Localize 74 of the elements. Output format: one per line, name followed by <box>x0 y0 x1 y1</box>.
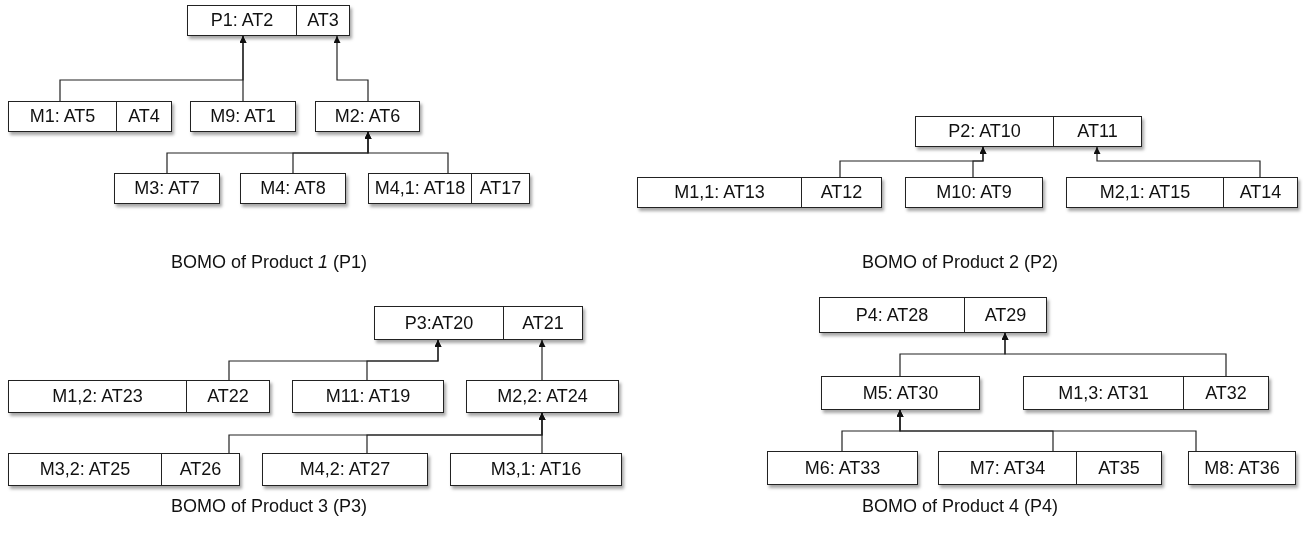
attribute-text: AT4 <box>116 102 171 131</box>
module-box <box>1066 177 1298 208</box>
module-box <box>190 101 296 132</box>
connector-arrow <box>366 339 442 381</box>
attribute-text: M2: AT6 <box>333 105 402 128</box>
module-box <box>114 173 220 204</box>
module-box <box>8 380 270 413</box>
connector-arrow <box>1001 332 1227 377</box>
attribute-text: AT26 <box>161 454 239 485</box>
attribute-text: M10: AT9 <box>935 181 1013 204</box>
module-box <box>262 453 428 486</box>
module-box <box>368 173 530 204</box>
connector-arrow <box>239 35 247 102</box>
module-box <box>315 101 420 132</box>
attribute-text: AT3 <box>296 6 349 35</box>
attribute-text: AT11 <box>1053 117 1141 146</box>
attribute-text: AT22 <box>186 381 269 412</box>
attribute-text: P2: AT10 <box>947 120 1022 143</box>
diagram-caption: BOMO of Product 1 (P1) <box>170 252 368 273</box>
connector-arrow <box>538 412 546 454</box>
attribute-text: M8: AT36 <box>1203 456 1281 480</box>
attribute-text: M5: AT30 <box>861 381 940 405</box>
attribute-text: M9: AT1 <box>209 105 277 128</box>
module-box <box>450 453 622 486</box>
attribute-text: M7: AT34 <box>968 456 1047 480</box>
module-box <box>821 376 980 410</box>
module-box <box>819 297 1047 333</box>
attribute-text: AT35 <box>1076 452 1161 484</box>
attribute-text: M2,2: AT24 <box>496 385 589 408</box>
attribute-text: M4: AT8 <box>259 177 327 200</box>
attribute-text: M3,2: AT25 <box>38 458 132 481</box>
attribute-text: M3,1: AT16 <box>489 458 583 481</box>
connector-arrow <box>538 339 546 381</box>
module-box <box>8 101 172 132</box>
attribute-text: M1: AT5 <box>28 105 97 128</box>
module-box <box>637 177 882 208</box>
attribute-text: M11: AT19 <box>324 385 412 408</box>
connector-arrow <box>333 35 369 102</box>
attribute-text: AT32 <box>1183 377 1268 409</box>
attribute-text: M1,3: AT31 <box>1057 381 1150 405</box>
connector-arrow <box>364 131 449 174</box>
module-box <box>1023 376 1269 410</box>
module-box <box>8 453 240 486</box>
attribute-text: AT29 <box>964 298 1046 332</box>
module-box <box>292 380 444 413</box>
attribute-text: M6: AT33 <box>803 456 882 480</box>
attribute-text: P3:AT20 <box>403 311 475 335</box>
attribute-text: AT17 <box>471 174 529 203</box>
module-box <box>767 451 918 485</box>
module-box <box>905 177 1043 208</box>
module-box <box>466 380 619 413</box>
diagram-caption: BOMO of Product 4 (P4) <box>861 496 1059 517</box>
diagram-caption: BOMO of Product 2 (P2) <box>861 252 1059 273</box>
attribute-text: AT14 <box>1223 178 1297 207</box>
attribute-text: P1: AT2 <box>209 9 275 32</box>
attribute-text: AT21 <box>503 307 582 339</box>
attribute-text: M4,1: AT18 <box>373 177 467 200</box>
attribute-text: M1,1: AT13 <box>673 181 766 204</box>
attribute-text: M4,2: AT27 <box>298 458 392 481</box>
module-box <box>240 173 346 204</box>
connector-arrow <box>1093 146 1261 178</box>
module-box <box>1188 451 1296 485</box>
module-box <box>374 306 583 340</box>
module-box <box>915 116 1142 147</box>
module-box <box>938 451 1162 485</box>
diagram-caption: BOMO of Product 3 (P3) <box>170 496 368 517</box>
attribute-text: M2,1: AT15 <box>1098 181 1192 204</box>
attribute-text: P4: AT28 <box>854 303 930 327</box>
connector-arrow <box>972 146 987 178</box>
module-box <box>187 5 350 36</box>
attribute-text: M1,2: AT23 <box>51 385 144 408</box>
connector-arrow <box>896 409 1197 452</box>
attribute-text: M3: AT7 <box>133 177 201 200</box>
attribute-text: AT12 <box>801 178 881 207</box>
